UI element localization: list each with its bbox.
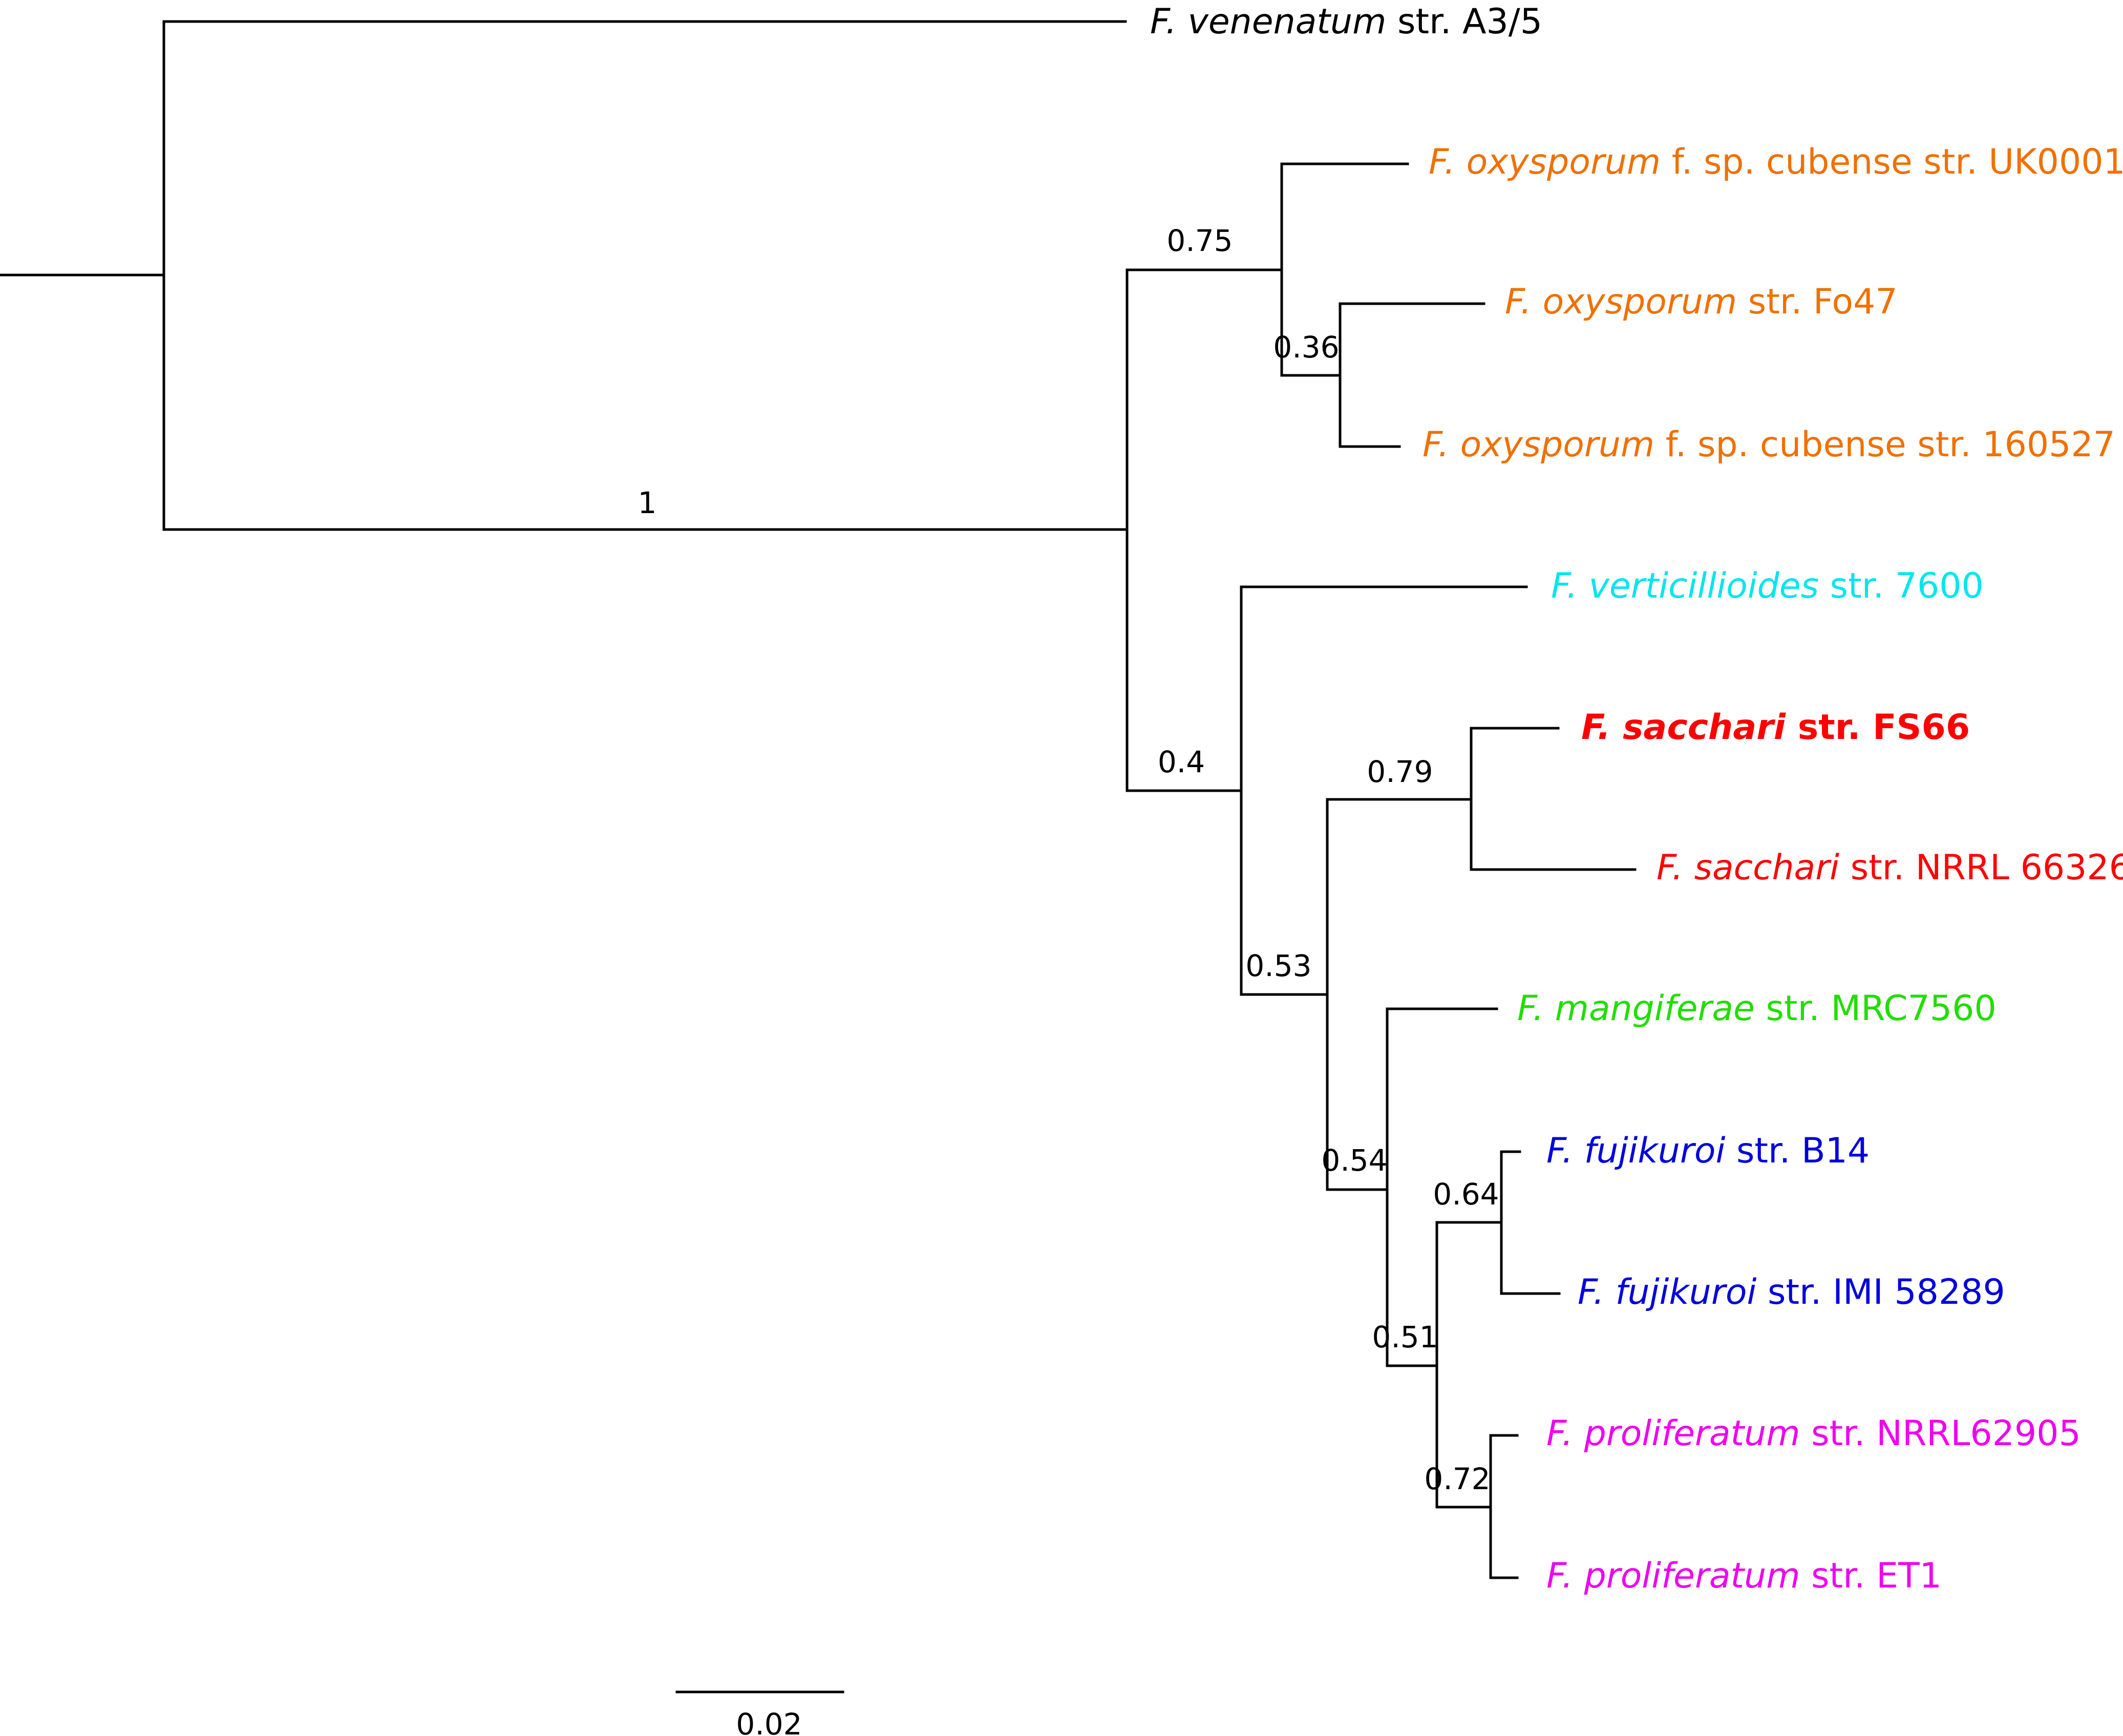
support-value: 0.4 <box>1158 745 1205 779</box>
leaf-label: F. oxysporum f. sp. cubense str. UK0001 <box>1429 142 2123 182</box>
support-value: 0.51 <box>1372 1320 1438 1354</box>
support-value: 1 <box>638 485 657 520</box>
leaf-label: F. proliferatum str. ET1 <box>1546 1556 1942 1596</box>
leaf-label: F. sacchari str. FS66 <box>1581 707 1970 748</box>
support-value: 0.54 <box>1321 1143 1387 1178</box>
scale-bar-label: 0.02 <box>736 1707 802 1736</box>
support-value: 0.79 <box>1367 754 1433 789</box>
leaf-label: F. sacchari str. NRRL 66326 <box>1657 848 2123 888</box>
leaf-label: F. oxysporum str. Fo47 <box>1505 282 1898 322</box>
leaf-label: F. proliferatum str. NRRL62905 <box>1546 1413 2081 1454</box>
tree-branches <box>0 20 1637 1579</box>
support-value: 0.64 <box>1433 1177 1499 1212</box>
support-value: 0.36 <box>1273 330 1339 365</box>
leaf-label: F. venenatum str. A3/5 <box>1150 2 1542 42</box>
support-value: 0.72 <box>1424 1462 1490 1496</box>
support-value: 0.75 <box>1166 223 1233 258</box>
leaf-label: F. fujikuroi str. B14 <box>1546 1131 1870 1171</box>
leaf-labels: F. venenatum str. A3/5 F. oxysporum f. s… <box>1150 2 2123 1596</box>
support-values: 1 0.75 0.36 0.4 0.79 0.53 0.54 0.64 0.51… <box>638 223 1499 1496</box>
leaf-label: F. fujikuroi str. IMI 58289 <box>1578 1272 2005 1312</box>
leaf-label: F. verticillioides str. 7600 <box>1551 566 1984 606</box>
support-value: 0.53 <box>1245 948 1311 983</box>
leaf-label: F. oxysporum f. sp. cubense str. 160527 <box>1423 425 2115 465</box>
scale-bar: 0.02 <box>675 1690 844 1736</box>
leaf-label: F. mangiferae str. MRC7560 <box>1517 988 1997 1029</box>
